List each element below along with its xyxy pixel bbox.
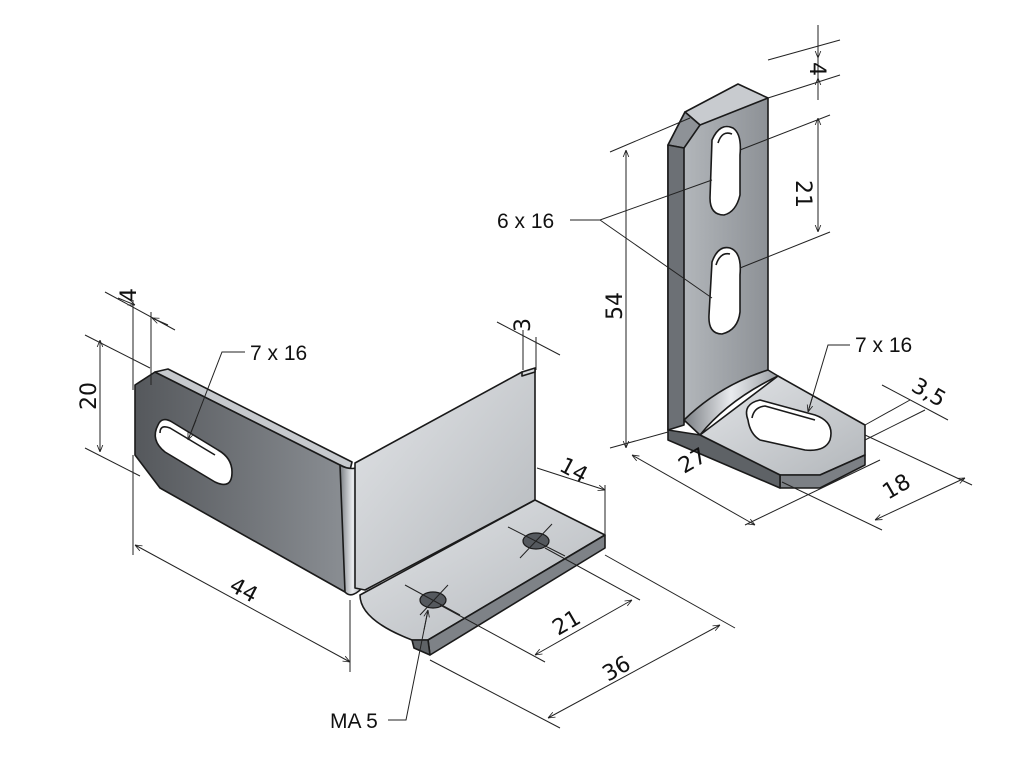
upright-slot-2 <box>708 246 742 335</box>
left-slot-inner <box>159 426 216 456</box>
dim-20-ext1 <box>84 334 151 369</box>
dim-21-ext2 <box>544 547 641 601</box>
callout-left-slot-leader <box>187 351 245 441</box>
callout-base-slot-leader <box>807 344 850 413</box>
dim-36-label: 36 <box>599 652 636 688</box>
dim-4-top-ext2 <box>767 74 841 99</box>
dim-54-label: 54 <box>603 292 628 320</box>
dim-3-label: 3 <box>511 318 536 332</box>
dim-4-left-ext1 <box>104 291 176 331</box>
dim-27-line <box>632 455 755 525</box>
dim-35-line <box>881 384 949 421</box>
callout-upright-slots-leader2 <box>599 219 713 299</box>
dim-4-left-arrow1 <box>117 297 135 306</box>
dim-35-label: 3,5 <box>907 374 950 413</box>
hole2-cross-b <box>519 523 553 559</box>
dim-4-left-label: 4 <box>117 288 142 302</box>
dim-14-line <box>536 467 605 490</box>
dim-54-ext2 <box>609 431 669 449</box>
callout-ma5-leader <box>388 609 429 721</box>
dim-14-label: 14 <box>555 453 591 488</box>
right-base-slot <box>745 399 832 452</box>
dim-18-label: 18 <box>879 470 916 506</box>
callout-upright-slots-label: 6 x 16 <box>497 210 554 233</box>
dim-18-line <box>875 478 965 520</box>
hole1-cross-a <box>404 584 461 616</box>
callout-base-slot-arrow <box>808 394 814 412</box>
dim-44-line <box>135 545 350 662</box>
callout-ma5-arrow <box>423 610 428 631</box>
dim-21-up-label: 21 <box>790 180 815 208</box>
dim-21-label: 21 <box>549 606 586 642</box>
right-bracket <box>667 83 866 489</box>
callout-base-slot-label: 7 x 16 <box>855 334 912 357</box>
dim-21-ext1 <box>439 604 546 663</box>
dim-18-ext1 <box>781 481 883 531</box>
hole2-cross-a <box>507 526 566 557</box>
dim-44-label: 44 <box>225 573 261 608</box>
left-plate-top-edge <box>154 368 353 471</box>
left-bracket <box>134 367 606 656</box>
dim-27-ext <box>744 459 881 526</box>
dim-54-ext1 <box>609 117 691 153</box>
upright-slot-1 <box>709 125 742 216</box>
dim-20-label: 20 <box>77 382 102 410</box>
dim-36-ext2 <box>604 554 736 629</box>
dim-36-ext1 <box>429 659 561 729</box>
dim-4-left-arrow2 <box>152 317 169 326</box>
upright-side <box>667 144 685 431</box>
dim-35-ext1 <box>864 399 911 426</box>
callout-left-slot-label: 7 x 16 <box>250 342 307 365</box>
upright-slot-2-inner <box>715 252 731 266</box>
left-slot <box>154 418 233 486</box>
dim-20-ext2 <box>84 447 141 477</box>
dim-4-top-ext1 <box>767 39 841 61</box>
dim-36-line <box>548 625 720 718</box>
callout-ma5-label: MA 5 <box>330 710 378 733</box>
left-plate-face <box>134 371 351 593</box>
dim-3-line <box>496 321 561 356</box>
upright-slot-1-inner <box>717 132 733 144</box>
dim-4-top-label: 4 <box>804 62 829 76</box>
right-base-slot-inner <box>751 405 816 421</box>
left-second-plate-top <box>521 367 536 377</box>
dim-18-ext2 <box>864 434 973 486</box>
callout-left-slot-arrow <box>187 419 197 440</box>
dim-21-up-ext2 <box>739 231 831 269</box>
dim-35-ext2 <box>864 409 926 441</box>
